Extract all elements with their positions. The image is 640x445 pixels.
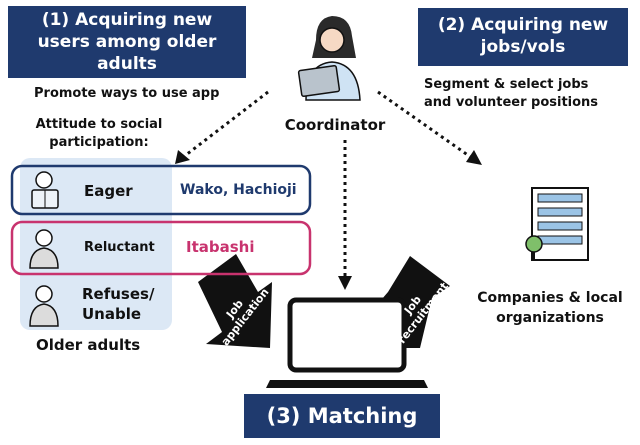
- reluctant-label: Reluctant: [84, 240, 155, 255]
- eager-label: Eager: [84, 182, 133, 200]
- companies-line2: organizations: [496, 310, 604, 326]
- refuses-line2: Unable: [82, 305, 142, 323]
- section2-desc-line1: Segment & select jobs: [424, 77, 589, 92]
- reluctant-row: [10, 220, 312, 276]
- section2-title-box: (2) Acquiring new jobs/vols: [418, 8, 628, 66]
- attitude-line2: participation:: [49, 135, 149, 150]
- section2-description: Segment & select jobs and volunteer posi…: [424, 76, 598, 112]
- section1-title-line2: users among older: [37, 32, 217, 52]
- job-application-arrow: [198, 254, 272, 348]
- section1-title-box: (1) Acquiring new users among older adul…: [8, 6, 246, 78]
- section1-title-line1: (1) Acquiring new: [41, 10, 213, 30]
- attitude-label: Attitude to social participation:: [14, 116, 184, 152]
- reluctant-areas: Itabashi: [186, 238, 255, 256]
- refuses-line1: Refuses/: [82, 285, 155, 303]
- laptop-icon: [266, 297, 428, 388]
- matching-box: (3) Matching: [244, 394, 440, 438]
- office-building-icon: [525, 187, 589, 261]
- dotted-arrow-to-companies: [377, 90, 482, 165]
- older-adults-caption: Older adults: [36, 336, 141, 354]
- dotted-arrow-to-older-adults: [175, 90, 269, 164]
- coordinator-label: Coordinator: [284, 116, 386, 134]
- companies-line1: Companies & local: [477, 290, 623, 306]
- section2-title-line1: (2) Acquiring new: [437, 15, 609, 35]
- refuses-label: Refuses/ Unable: [82, 284, 154, 324]
- companies-label: Companies & local organizations: [466, 288, 634, 328]
- person-thinking-icon: [29, 229, 59, 269]
- person-hesitant-icon: [29, 285, 59, 327]
- attitude-line1: Attitude to social: [35, 117, 163, 132]
- section2-title-line2: jobs/vols: [480, 37, 566, 57]
- section2-desc-line2: and volunteer positions: [424, 95, 599, 110]
- person-with-laptop-icon: [297, 16, 361, 101]
- section1-subtitle: Promote ways to use app: [34, 86, 220, 101]
- eager-areas: Wako, Hachioji: [180, 182, 297, 198]
- person-reading-icon: [31, 171, 59, 209]
- eager-row: [10, 164, 312, 216]
- dotted-arrow-to-matching: [338, 140, 352, 290]
- section1-title-line3: adults: [97, 54, 157, 74]
